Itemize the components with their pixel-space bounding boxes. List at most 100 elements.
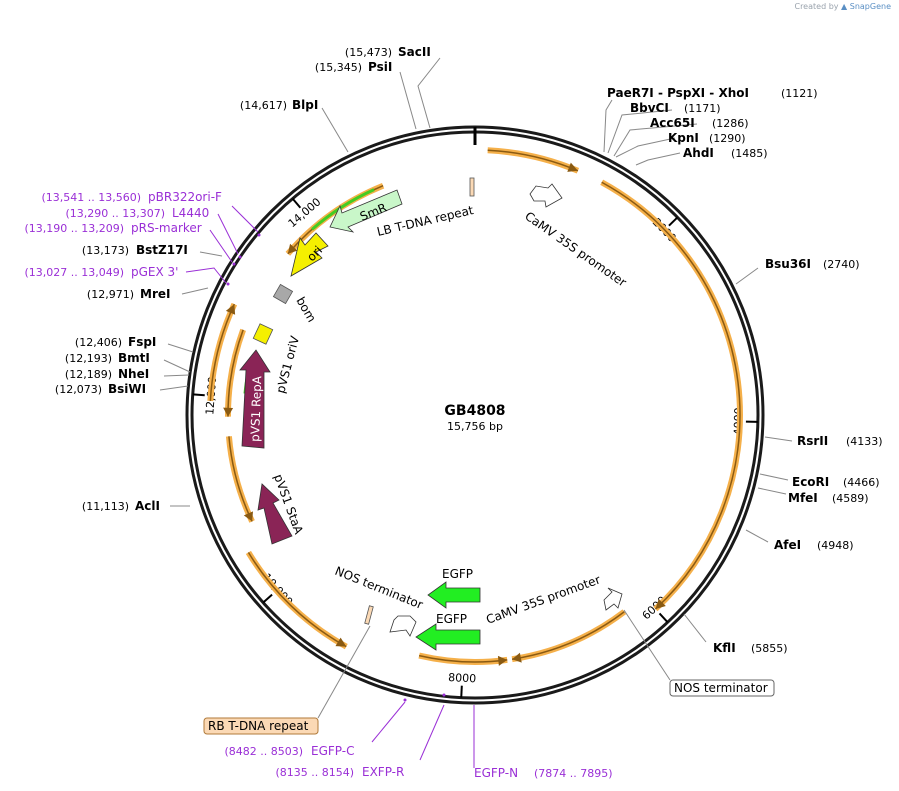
site-name: AclI bbox=[135, 499, 160, 513]
primer-label-prs-marker: (13,190 .. 13,209) pRS-marker bbox=[24, 221, 201, 235]
feature-ori: ori bbox=[290, 232, 329, 277]
feature-camv-top: CaMV 35S promoter bbox=[522, 183, 629, 290]
primer-label-egfp-c: (8482 .. 8503) EGFP-C bbox=[224, 744, 354, 758]
feature-egfp-2: EGFP bbox=[415, 612, 481, 651]
snapgene-product-name: SnapGene bbox=[849, 2, 891, 11]
site-label-rsrii: RsrII (4133) bbox=[797, 434, 883, 448]
site-name: FspI bbox=[128, 335, 156, 349]
ori-arrow bbox=[290, 232, 329, 277]
orf-arcs bbox=[207, 147, 743, 666]
pvs1-oriv-label: pVS1 oriV bbox=[273, 334, 302, 395]
site-label-mfei: MfeI (4589) bbox=[788, 491, 869, 505]
site-name: Acc65I bbox=[650, 116, 695, 130]
egfp-1-label: EGFP bbox=[442, 567, 473, 581]
site-name: BmtI bbox=[118, 351, 150, 365]
primer-name: EXFP-R bbox=[362, 765, 404, 779]
site-position: (4466) bbox=[843, 476, 880, 489]
site-name: BstZ17I bbox=[136, 243, 188, 257]
site-position: (15,345) bbox=[315, 61, 362, 74]
primer-label-l4440: (13,290 .. 13,307) L4440 bbox=[65, 206, 209, 220]
orf-arc bbox=[601, 181, 741, 610]
site-position: (12,193) bbox=[65, 352, 112, 365]
site-name: RsrII bbox=[797, 434, 828, 448]
site-label-bbvci: BbvCI (1171) bbox=[630, 101, 721, 115]
site-name: BbvCI bbox=[630, 101, 669, 115]
primer-label-pgex3: (13,027 .. 13,049) pGEX 3' bbox=[24, 265, 178, 279]
primer-range: (13,190 .. 13,209) bbox=[24, 222, 124, 235]
site-position: (1290) bbox=[709, 132, 746, 145]
primer-label-pbr322ori-f: (13,541 .. 13,560) pBR322ori-F bbox=[41, 190, 222, 204]
primer-name: L4440 bbox=[172, 206, 209, 220]
site-label-fspi: (12,406) FspI bbox=[75, 335, 156, 349]
primer-range: (7874 .. 7895) bbox=[534, 767, 613, 780]
orf-arrowhead bbox=[497, 655, 508, 666]
site-name: PaeR7I - PspXI - XhoI bbox=[607, 86, 749, 100]
scale-tick bbox=[668, 216, 679, 227]
egfp-1-arrow bbox=[427, 581, 481, 609]
primer-dots bbox=[226, 233, 446, 702]
site-leaders bbox=[159, 57, 793, 643]
pvs1-repa-label: pVS1 RepA bbox=[248, 375, 264, 442]
site-name: NheI bbox=[118, 367, 149, 381]
site-position: (4589) bbox=[832, 492, 869, 505]
nos-terminator-box bbox=[669, 679, 775, 697]
site-label-afei: AfeI (4948) bbox=[774, 538, 854, 552]
orf-arc bbox=[511, 611, 625, 660]
site-position: (14,617) bbox=[240, 99, 287, 112]
nos-terminator-label: NOS terminator bbox=[333, 564, 425, 612]
site-label-acc65i: Acc65I (1286) bbox=[650, 116, 749, 130]
site-position: (2740) bbox=[823, 258, 860, 271]
smr-label: SmR bbox=[358, 200, 389, 223]
primer-name: EGFP-C bbox=[311, 744, 354, 758]
site-name: BlpI bbox=[292, 98, 318, 112]
site-label-blpi: (14,617) BlpI bbox=[240, 98, 318, 112]
bom-box bbox=[272, 283, 294, 305]
site-name: KpnI bbox=[668, 131, 699, 145]
site-label-ecori: EcoRI (4466) bbox=[792, 475, 880, 489]
camv-bottom-label: CaMV 35S promoter bbox=[484, 572, 602, 626]
site-label-bsiwi: (12,073) BsiWI bbox=[55, 382, 146, 396]
rb-repeat-box bbox=[203, 717, 319, 735]
feature-pvs1-repa: pVS1 RepA bbox=[239, 349, 271, 449]
feature-camv-bottom: CaMV 35S promoter bbox=[484, 572, 623, 627]
scale-tick bbox=[262, 593, 273, 604]
site-position: (13,173) bbox=[82, 244, 129, 257]
site-name: MreI bbox=[140, 287, 170, 301]
site-name: BsiWI bbox=[108, 382, 146, 396]
created-by-text: Created by bbox=[794, 2, 839, 11]
plasmid-length: 15,756 bp bbox=[447, 420, 503, 433]
scale-tick-label: 8000 bbox=[448, 671, 477, 685]
site-label-psii: (15,345) PsiI bbox=[315, 60, 392, 74]
feature-pvs1-staa: pVS1 StaA bbox=[257, 472, 306, 545]
site-name: MfeI bbox=[788, 491, 818, 505]
orf-arc bbox=[487, 147, 580, 174]
site-label-kpni: KpnI (1290) bbox=[668, 131, 746, 145]
site-name: AfeI bbox=[774, 538, 801, 552]
orf-arrowhead bbox=[223, 407, 234, 417]
primer-labels: (13,541 .. 13,560) pBR322ori-F (13,290 .… bbox=[24, 190, 612, 780]
site-position: (1485) bbox=[731, 147, 768, 160]
primer-name: pRS-marker bbox=[131, 221, 202, 235]
site-labels-left: (15,473) SacII (15,345) PsiI (14,617) Bl… bbox=[55, 45, 431, 513]
site-position: (1121) bbox=[781, 87, 818, 100]
rb-repeat-callout: RB T-DNA repeat bbox=[203, 625, 371, 735]
camv-top-arrow bbox=[529, 183, 563, 208]
egfp-2-arrow bbox=[415, 623, 481, 651]
camv-top-label: CaMV 35S promoter bbox=[522, 209, 629, 290]
site-position: (12,971) bbox=[87, 288, 134, 301]
site-label-sacii: (15,473) SacII bbox=[345, 45, 431, 59]
site-label-nhei: (12,189) NheI bbox=[65, 367, 149, 381]
primer-leaders bbox=[185, 205, 475, 768]
orf-arc-green bbox=[311, 188, 375, 231]
primer-range: (8482 .. 8503) bbox=[224, 745, 303, 758]
rb-repeat-box-label: RB T-DNA repeat bbox=[208, 719, 309, 733]
nos-terminator-arrow bbox=[389, 615, 417, 637]
plasmid-name: GB4808 bbox=[444, 403, 505, 419]
nos-terminator-box-label: NOS terminator bbox=[674, 681, 768, 695]
site-label-acli: (11,113) AclI bbox=[82, 499, 160, 513]
lb-repeat-marker bbox=[469, 177, 475, 197]
orf-arrowhead bbox=[243, 511, 254, 522]
orf-arrowhead bbox=[287, 243, 298, 254]
primer-range: (13,541 .. 13,560) bbox=[41, 191, 141, 204]
